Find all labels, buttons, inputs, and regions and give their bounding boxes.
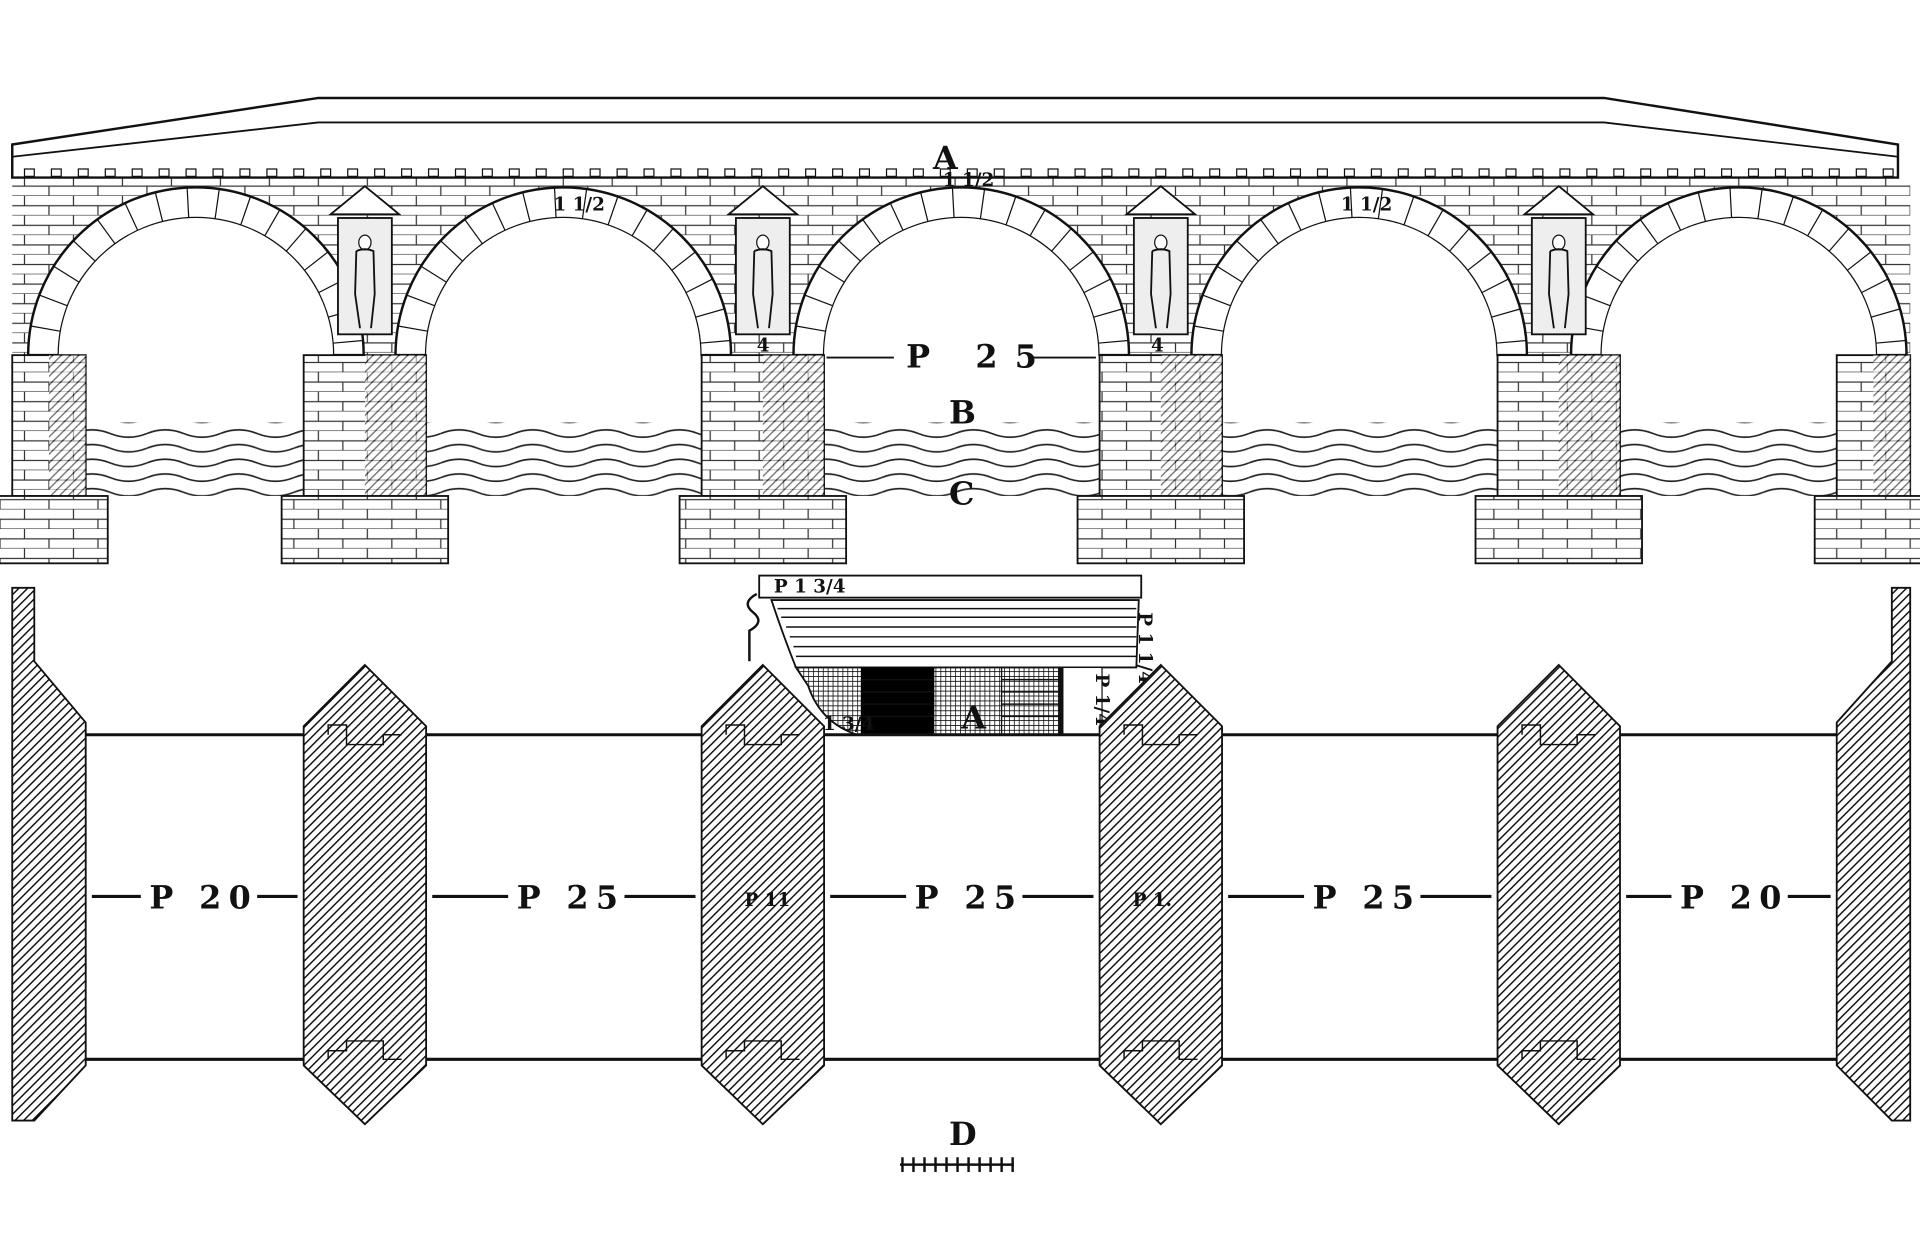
arch: [1569, 186, 1908, 423]
pier: [1076, 354, 1245, 565]
pier-foundation: [280, 495, 450, 565]
elevation-view: A B C P 25 1 1/2 1 1/2 1 1/2 4 4: [0, 96, 1920, 565]
niche-mark: 4: [757, 335, 770, 356]
detail-side-dim: P 1/4: [1091, 674, 1112, 727]
keystone-mark: 1 1/2: [1341, 195, 1392, 216]
scale-bar: [900, 1157, 1014, 1172]
span-label: P 25: [906, 337, 1054, 375]
pier-foundation: [1474, 495, 1643, 565]
statue-niche: [1521, 184, 1596, 336]
pier: [1474, 354, 1643, 565]
pier: [1813, 354, 1920, 565]
pier-plan: [1496, 663, 1621, 1126]
plan-view: P 20 P 25 P 25 P 25 P 20 P 11 P 1. D: [11, 586, 1912, 1172]
span-label: P 20: [1680, 879, 1789, 917]
statue-niche: [726, 184, 800, 336]
pier: [280, 354, 450, 565]
niche-mark: 4: [1151, 335, 1164, 356]
statue-niche: [328, 184, 402, 336]
detail-top-dim: P 1 3/4: [774, 577, 846, 598]
abutment-left: [11, 586, 87, 1122]
pier-foundation: [0, 495, 109, 565]
dentil-row: [23, 168, 1894, 177]
label-d: D: [949, 1115, 977, 1153]
pier-label: P 1.: [1133, 890, 1172, 911]
statue-niche: [1123, 184, 1198, 336]
span-label: P 20: [149, 879, 258, 917]
pier-label: P 11: [744, 890, 790, 911]
pier-plan: [302, 663, 428, 1126]
pier: [0, 354, 109, 565]
pier-foundation: [1076, 495, 1245, 565]
abutment-right: [1835, 586, 1912, 1122]
span-label: P 25: [1313, 879, 1422, 917]
span-label: P 25: [517, 879, 626, 917]
arch: [394, 186, 733, 423]
keystone-mark: 1 1/2: [553, 195, 604, 216]
detail-right-dim: P 1 1/4: [1134, 612, 1155, 684]
span-label: P 25: [915, 879, 1024, 917]
arch: [26, 186, 365, 423]
pier-foundation: [678, 495, 848, 565]
cornice-detail: A P 1 3/4 P 1 1/4 P 1/4 1 3/4: [746, 574, 1155, 737]
label-a: A: [932, 139, 959, 177]
arch: [1190, 186, 1529, 423]
detail-label-a: A: [960, 699, 987, 737]
keystone-mark: 1 1/2: [943, 170, 994, 191]
cornice: [11, 96, 1900, 179]
label-b: B: [949, 394, 976, 432]
label-c: C: [949, 475, 974, 513]
pier: [678, 354, 848, 565]
pier-foundation: [1813, 495, 1920, 565]
detail-bottom-dim: 1 3/4: [823, 714, 875, 735]
